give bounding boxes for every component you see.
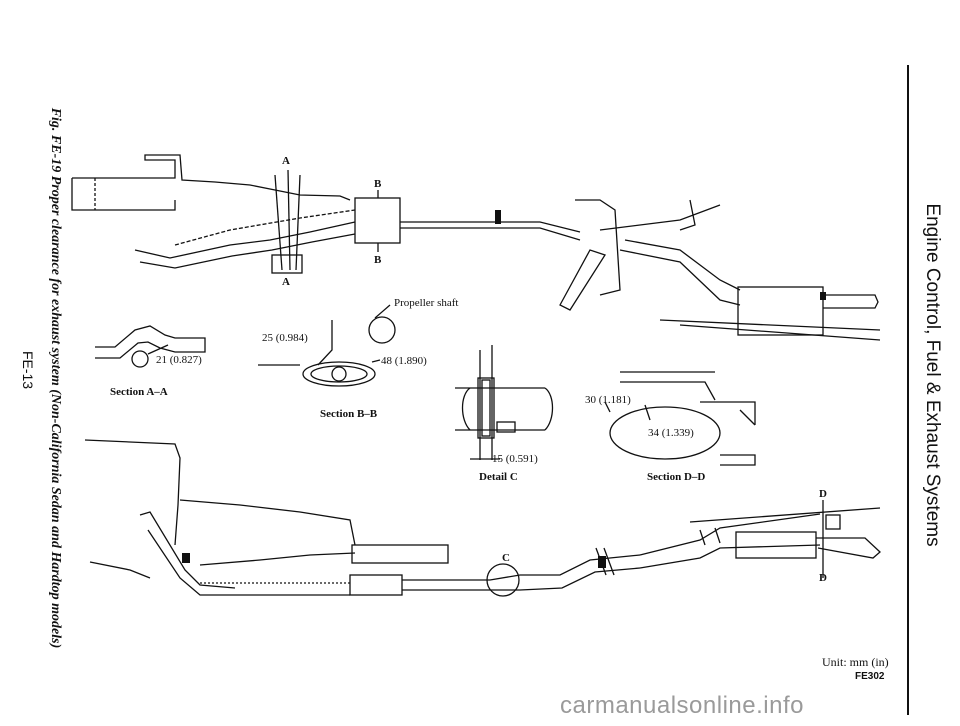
label-propeller-shaft: Propeller shaft: [394, 297, 459, 309]
watermark: carmanualsonline.info: [560, 692, 804, 719]
unit-label: Unit: mm (in): [822, 655, 889, 669]
label-section-dd: Section D–D: [647, 471, 706, 483]
figure-caption: Fig. FE-19 Proper clearance for exhaust …: [48, 107, 63, 649]
section-header: Engine Control, Fuel & Exhaust Systems: [922, 203, 943, 547]
label-dim-34: 34 (1.339): [648, 427, 694, 439]
figure-code: FE302: [855, 671, 885, 682]
label-detail-c: Detail C: [479, 471, 518, 483]
label-dim-30: 30 (1.181): [585, 394, 631, 406]
label-a-bottom: A: [282, 276, 290, 288]
label-b-bottom: B: [374, 254, 382, 266]
label-dim-15: 15 (0.591): [492, 453, 538, 465]
label-section-bb: Section B–B: [320, 408, 378, 420]
label-d-bottom: D: [819, 572, 827, 584]
page-number: FE-13: [20, 350, 36, 390]
label-c: C: [502, 552, 510, 564]
label-a-top: A: [282, 155, 290, 167]
label-section-aa: Section A–A: [110, 386, 168, 398]
header-divider: [907, 65, 909, 715]
label-dim-48: 48 (1.890): [381, 355, 427, 367]
label-d-top: D: [819, 488, 827, 500]
label-dim-21: 21 (0.827): [156, 354, 202, 366]
label-dim-25: 25 (0.984): [262, 332, 308, 344]
label-b-top: B: [374, 178, 382, 190]
